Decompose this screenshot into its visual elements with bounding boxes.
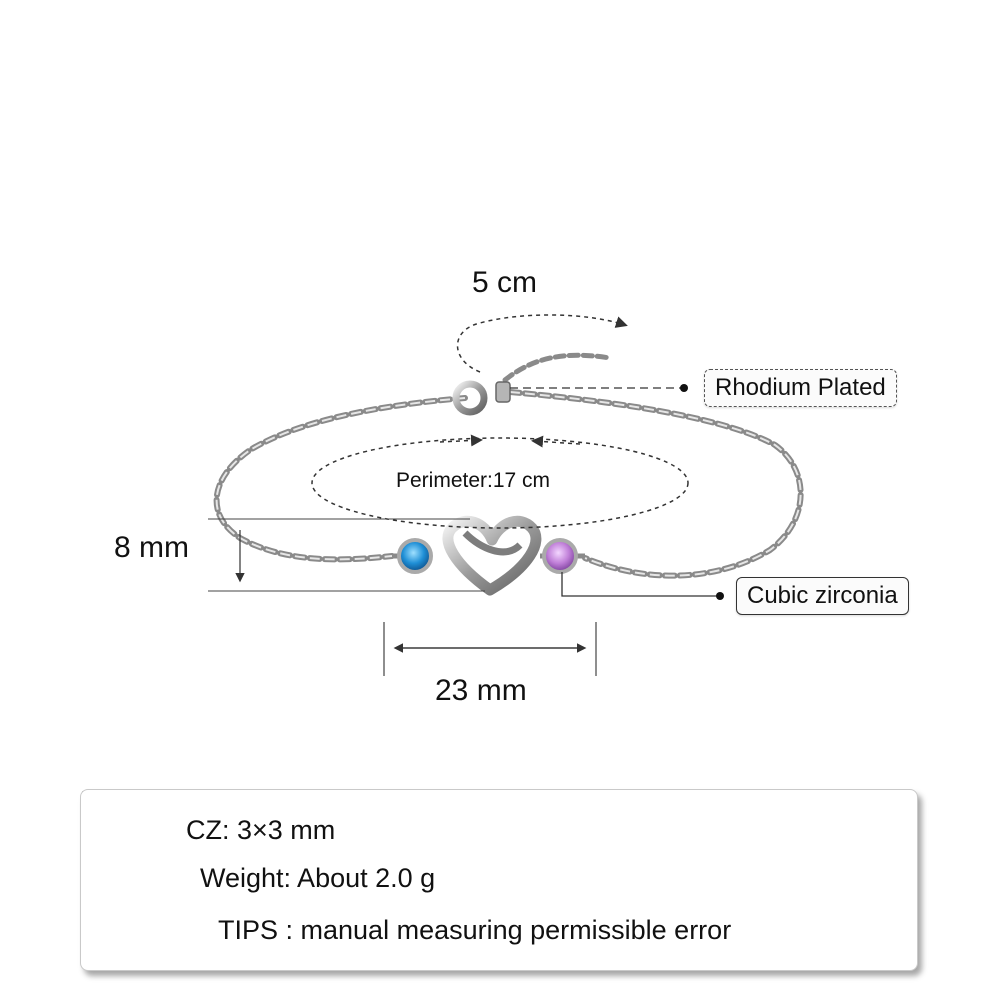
spec-info-box bbox=[80, 789, 918, 971]
spec-cz-size: CZ: 3×3 mm bbox=[186, 815, 336, 845]
pink-stone bbox=[542, 538, 578, 574]
extender-chain bbox=[502, 352, 613, 383]
clasp bbox=[452, 380, 488, 416]
charm-width-label: 23 mm bbox=[435, 674, 527, 707]
charm-height-label: 8 mm bbox=[114, 531, 189, 564]
rhodium-plated-callout: Rhodium Plated bbox=[704, 369, 897, 407]
perimeter-label: Perimeter:17 cm bbox=[396, 469, 551, 492]
extender-length-label: 5 cm bbox=[472, 266, 538, 299]
spec-tips: TIPS : manual measuring permissible erro… bbox=[218, 915, 732, 945]
heart-knot-charm bbox=[442, 515, 542, 596]
perimeter-ellipse bbox=[311, 437, 689, 529]
blue-stone bbox=[397, 538, 433, 574]
extender-arrow bbox=[456, 314, 628, 373]
spec-weight: Weight: About 2.0 g bbox=[200, 863, 436, 893]
cubic-zirconia-callout: Cubic zirconia bbox=[736, 577, 909, 615]
